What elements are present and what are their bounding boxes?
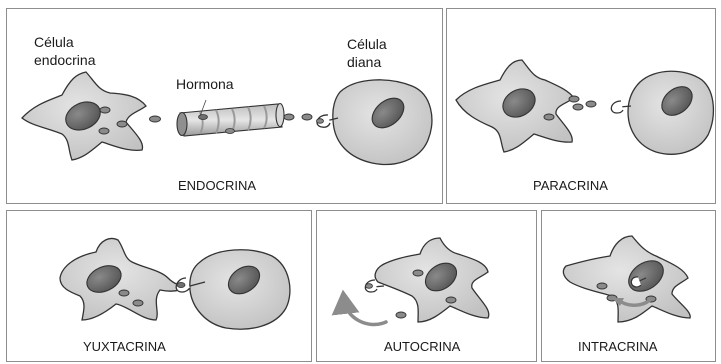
hormone-granule [544,114,554,120]
juxtacrine-cell-body [60,239,186,321]
caption-autocrina: AUTOCRINA [384,339,460,354]
hormone-label: Hormona [176,75,234,93]
hormone-molecule [396,312,406,318]
source-cell-label-line1: Célula [34,33,74,51]
target-cell-label-line2: diana [347,53,381,71]
hormone-granule [413,270,423,276]
hormone-molecule [150,116,161,122]
hormone-molecule [226,129,235,134]
hormone-molecule [573,104,583,110]
hormone-granule [117,121,127,127]
hormone-granule [446,297,456,303]
caption-paracrina: PARACRINA [533,178,608,193]
autocrine-loop-arrow [344,300,386,325]
intracrine-cell-body [563,236,690,322]
hormone-molecule [302,114,312,120]
hormone-granule [100,107,110,113]
hormone-granule [99,128,109,134]
caption-intracrina: INTRACRINA [578,339,657,354]
hormone-molecule [586,101,596,107]
target-cell-label-line1: Célula [347,35,387,53]
source-cell-label-line2: endocrina [34,51,96,69]
caption-yuxtacrina: YUXTACRINA [83,339,166,354]
hormone-molecule [284,114,294,120]
hormone-granule [133,300,143,306]
hormone-granule [597,283,607,289]
hormone-molecule [569,96,579,102]
hormone-granule [119,290,129,296]
hormone-molecule [199,115,208,120]
caption-endocrina: ENDOCRINA [178,178,256,193]
